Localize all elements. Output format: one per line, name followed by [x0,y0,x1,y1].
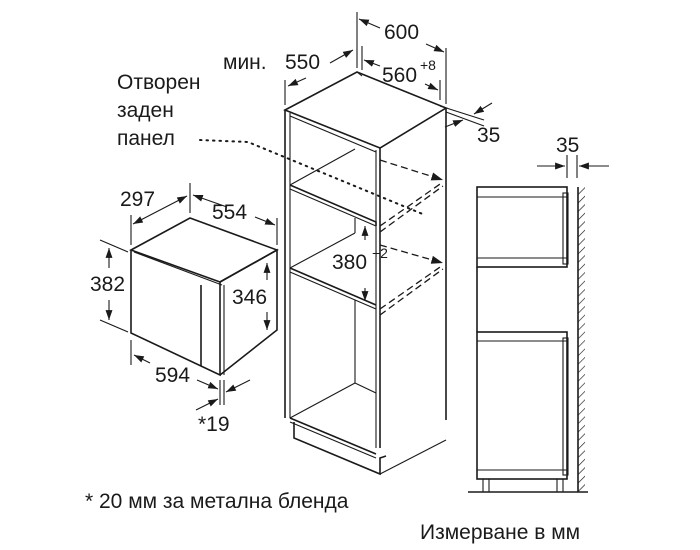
dim-microwave-width-front: 594 [155,364,190,387]
dim-niche-height: 380 [332,251,367,274]
dim-microwave-height-body: 346 [232,286,267,309]
dim-wall-gap: 35 [556,134,579,157]
dim-cabinet-depth-min: 550 [285,51,320,74]
label-open-back-line3: панел [117,127,175,150]
dim-microwave-height-total: 382 [90,273,125,296]
dim-microwave-width-top: 554 [212,201,247,224]
label-min-prefix: мин. [223,51,267,74]
label-open-back-line2: заден [117,99,174,122]
dim-niche-width-tolerance: +8 [420,57,436,73]
cabinet-drawing [199,12,493,476]
side-view-drawing [468,155,609,493]
units-note: Измерване в мм [420,521,580,544]
dim-microwave-front-offset: *19 [198,413,230,436]
dim-niche-height-tolerance: +2 [372,245,388,261]
dim-microwave-depth: 297 [120,188,155,211]
dim-cabinet-width-total: 600 [384,21,419,44]
label-open-back-line1: Отворен [117,71,201,94]
dim-back-gap: 35 [477,124,500,147]
dim-niche-width: 560 [382,64,417,87]
footnote-metal-trim: * 20 мм за метална бленда [85,490,349,513]
microwave-drawing [99,183,279,411]
